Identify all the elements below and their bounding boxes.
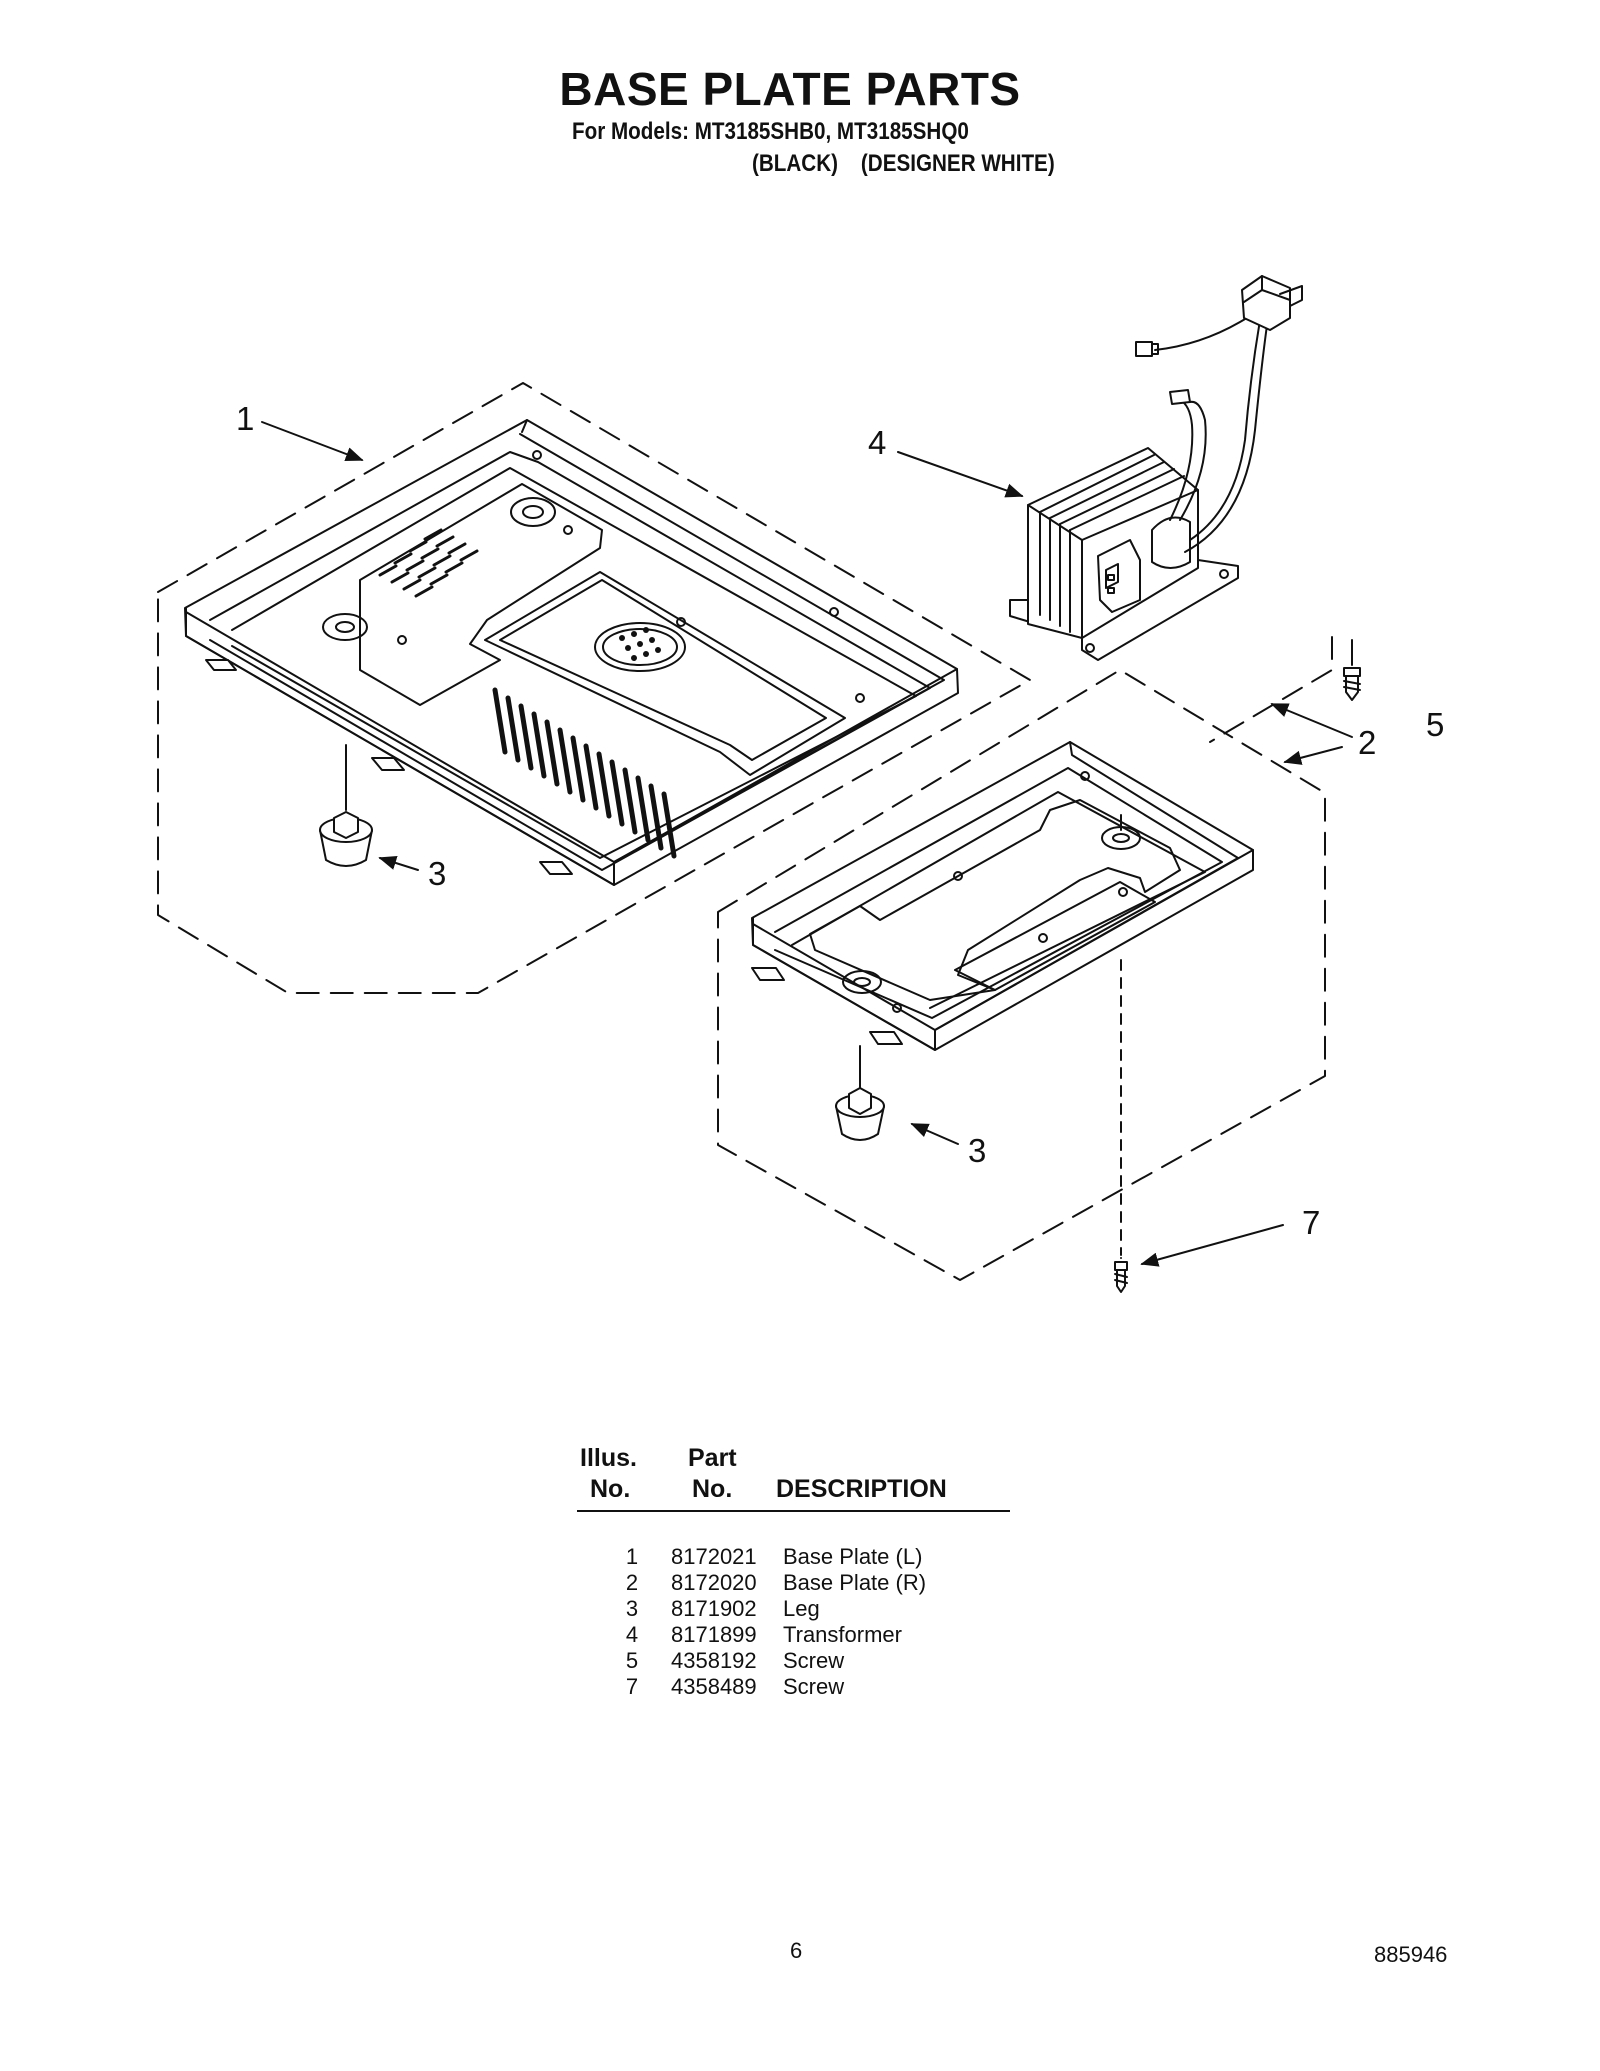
table-row: 7 4358489 Screw — [577, 1674, 1017, 1700]
illus-no: 7 — [625, 1674, 639, 1699]
right-leg — [835, 1045, 885, 1141]
table-row: 2 8172020 Base Plate (R) — [577, 1570, 1017, 1596]
illus-no: 5 — [625, 1648, 639, 1673]
table-row: 3 8171902 Leg — [577, 1596, 1017, 1622]
callout-4: 4 — [868, 424, 887, 461]
right-plate-dashed-outline — [717, 669, 1326, 1281]
document-number: 885946 — [1374, 1942, 1448, 1967]
description: Base Plate (L) — [783, 1544, 923, 1569]
part-no: 8172021 — [671, 1544, 757, 1569]
description: Transformer — [783, 1622, 902, 1647]
illus-no: 4 — [625, 1622, 639, 1647]
header-description: DESCRIPTION — [776, 1475, 947, 1503]
table-row: 5 4358192 Screw — [577, 1648, 1017, 1674]
description: Leg — [783, 1596, 820, 1621]
header-part-2: No. — [692, 1475, 733, 1503]
header-part-1: Part — [688, 1444, 737, 1472]
description: Screw — [783, 1648, 845, 1673]
illus-no: 3 — [625, 1596, 639, 1621]
models-line: For Models: MT3185SHB0, MT3185SHQ0 — [572, 118, 969, 145]
callout-2: 2 — [1358, 724, 1377, 761]
header-illus-2: No. — [590, 1475, 631, 1503]
callout-5: 5 — [1426, 706, 1445, 743]
left-leg — [319, 744, 373, 867]
part-no: 4358192 — [671, 1648, 757, 1673]
colors-line: (BLACK) (DESIGNER WHITE) — [752, 150, 1055, 177]
table-header-rule — [577, 1510, 1010, 1512]
part-no: 8172020 — [671, 1570, 757, 1595]
description: Base Plate (R) — [783, 1570, 927, 1595]
left-base-plate — [184, 419, 959, 886]
page-number: 6 — [790, 1938, 803, 1963]
callout-3-left: 3 — [428, 855, 447, 892]
callout-1: 1 — [236, 400, 255, 437]
illus-no: 2 — [625, 1570, 639, 1595]
description: Screw — [783, 1674, 845, 1699]
page-title: BASE PLATE PARTS — [559, 63, 1021, 115]
table-row: 4 8171899 Transformer — [577, 1622, 1017, 1648]
callout-7: 7 — [1302, 1204, 1321, 1241]
screw-7 — [1114, 959, 1128, 1293]
exploded-parts-diagram — [157, 275, 1361, 1293]
right-base-plate — [751, 741, 1254, 1051]
header-illus-1: Illus. — [580, 1444, 637, 1472]
table-row: 1 8172021 Base Plate (L) — [577, 1544, 1017, 1570]
callout-3-right: 3 — [968, 1132, 987, 1169]
screw-5 — [1343, 639, 1361, 701]
part-no: 8171902 — [671, 1596, 757, 1621]
transformer — [1009, 275, 1303, 661]
illus-no: 1 — [625, 1544, 639, 1569]
part-no: 4358489 — [671, 1674, 757, 1699]
part-no: 8171899 — [671, 1622, 757, 1647]
left-plate-dashed-outline — [157, 382, 1031, 994]
leader-lines — [261, 421, 1353, 1267]
